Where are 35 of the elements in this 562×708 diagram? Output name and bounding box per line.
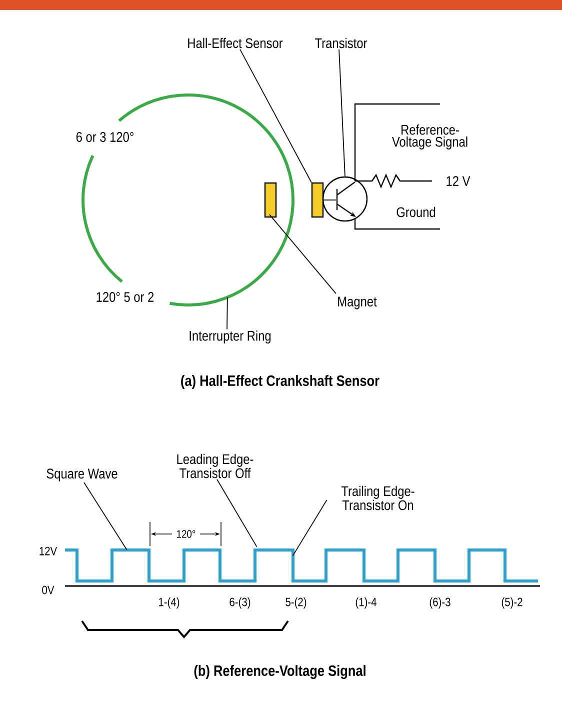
label-text: 12 V xyxy=(446,176,470,186)
label-text: (6)-3 xyxy=(430,597,450,609)
callout-text: Square Wave xyxy=(46,468,118,482)
callout-text: Transistor xyxy=(315,38,368,48)
label-text: 6 or 3 120° xyxy=(76,132,134,142)
label-text: (5)-2 xyxy=(502,597,522,609)
callout-text: Hall-Effect Sensor xyxy=(188,38,283,48)
leader-line xyxy=(216,478,258,548)
axis-label: 12V xyxy=(40,546,58,556)
leader-line xyxy=(269,214,336,294)
callout-text: Trailing Edge- Transistor On xyxy=(341,486,414,510)
callout-text: Leading Edge- Transistor Off xyxy=(177,454,254,478)
square-wave xyxy=(65,548,538,582)
label-text: Reference- Voltage Signal xyxy=(392,124,468,150)
axis-label: 0V xyxy=(42,586,54,594)
label-text: 1-(4) xyxy=(159,597,180,609)
callout-text: Magnet xyxy=(338,296,377,310)
label-text: 6-(3) xyxy=(230,597,250,609)
label-text: 120° 5 or 2 xyxy=(96,292,154,302)
label-text: 5-(2) xyxy=(286,597,306,609)
leader-line xyxy=(84,482,128,550)
callout-text: Interrupter Ring xyxy=(190,330,271,344)
leader-line xyxy=(338,48,346,177)
label-text: (1)-4 xyxy=(356,597,376,609)
sensor-block xyxy=(311,182,324,218)
interrupter-ring xyxy=(82,94,294,306)
leader-line xyxy=(240,48,312,183)
figure-caption: (a) Hall-Effect Crankshaft Sensor xyxy=(181,375,380,389)
label-text: Ground xyxy=(396,206,436,218)
dimension-label: 120° xyxy=(175,529,197,539)
leader-line xyxy=(226,297,228,330)
leader-line xyxy=(292,500,328,556)
magnet-block xyxy=(264,182,277,218)
figure-caption: (b) Reference-Voltage Signal xyxy=(194,664,366,680)
transistor-circle xyxy=(322,176,368,222)
